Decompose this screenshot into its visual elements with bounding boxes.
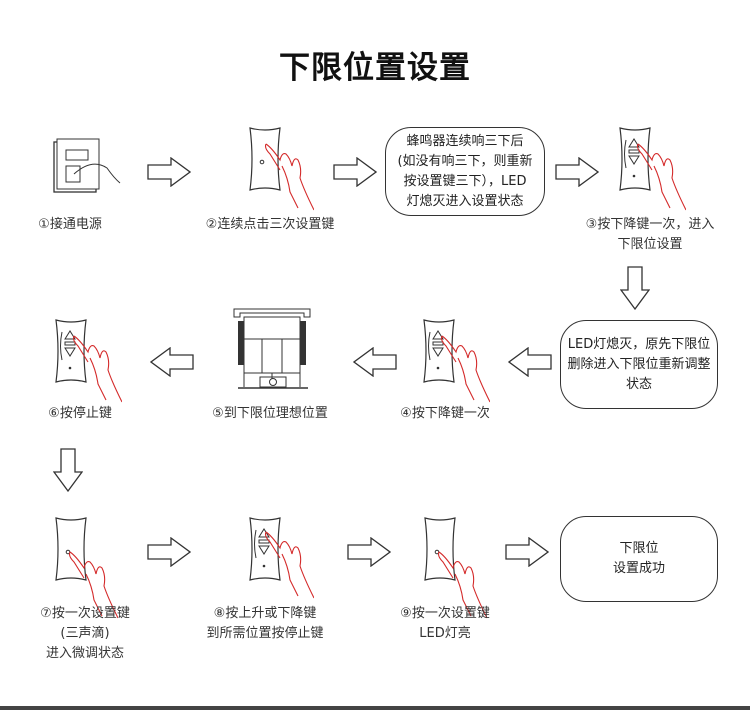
status-box-success: 下限位设置成功 [560, 516, 718, 602]
arrow-right-icon [147, 537, 191, 567]
arrow-right-icon [505, 537, 549, 567]
step-7-line: (三声滴) [60, 626, 110, 641]
arrow-right-icon [347, 537, 391, 567]
arrow-down-icon [53, 448, 83, 492]
step-7-line: 进入微调状态 [45, 646, 124, 661]
arrow-down-icon [620, 266, 650, 310]
status-box-buzzer: 蜂鸣器连续响三下后 (如没有响三下，则重新按设置键三下），LED 灯熄灭进入设置状态 [385, 127, 545, 216]
hand-icon [636, 142, 686, 212]
arrow-left-icon [150, 347, 194, 377]
step-8-line: 到所需位置按停止键 [206, 626, 324, 641]
status-box-led-off: LED灯熄灭，原先下限位删除进入下限位重新调整状态 [560, 320, 718, 409]
projector-lift-icon [233, 308, 311, 389]
box-line: 灯熄灭进入设置状态 [406, 193, 524, 209]
step-9-line: LED灯亮 [419, 626, 471, 641]
step-1-label: ①接通电源 [38, 217, 102, 232]
step-3-line: ③按下降键一次，进入 [585, 217, 715, 232]
step-3-label: ③按下降键一次，进入下限位设置 [575, 215, 725, 255]
bottom-divider [0, 706, 750, 710]
box-line: LED灯熄灭，原先下限位 [567, 336, 711, 352]
arrow-right-icon [147, 157, 191, 187]
step-8-label: ⑧按上升或下降键到所需位置按停止键 [195, 604, 335, 644]
box-line: 蜂鸣器连续响三下后 [406, 133, 524, 149]
step-9-line: ⑨按一次设置键 [400, 606, 490, 621]
box-line: 设置成功 [612, 561, 665, 576]
step-7-label: ⑦按一次设置键 (三声滴) 进入微调状态 [20, 604, 150, 664]
step-3-line: 下限位设置 [617, 237, 683, 252]
power-socket-icon [53, 138, 121, 193]
box-line: 状态 [625, 376, 652, 392]
step-9-label: ⑨按一次设置键 LED灯亮 [385, 604, 505, 644]
hand-icon [264, 142, 314, 212]
box-line: 下限位 [619, 541, 659, 556]
box-line: 删除进入下限位重新调整 [567, 356, 711, 372]
step-8-line: ⑧按上升或下降键 [213, 606, 317, 621]
arrow-left-icon [508, 347, 552, 377]
step-5-label: ⑤到下限位理想位置 [212, 406, 328, 421]
step-7-line: ⑦按一次设置键 [40, 606, 130, 621]
arrow-right-icon [333, 157, 377, 187]
arrow-left-icon [353, 347, 397, 377]
step-2-label: ②连续点击三次设置键 [205, 217, 335, 232]
step-4-label: ④按下降键一次 [400, 406, 490, 421]
hand-icon [264, 530, 314, 600]
hand-icon [440, 334, 490, 404]
step-6-label: ⑥按停止键 [48, 406, 112, 421]
hand-icon [72, 334, 122, 404]
box-line: 按设置键三下），LED [403, 173, 527, 189]
box-line: (如没有响三下，则重新 [397, 153, 533, 169]
arrow-right-icon [555, 157, 599, 187]
page-title: 下限位置设置 [279, 50, 471, 86]
